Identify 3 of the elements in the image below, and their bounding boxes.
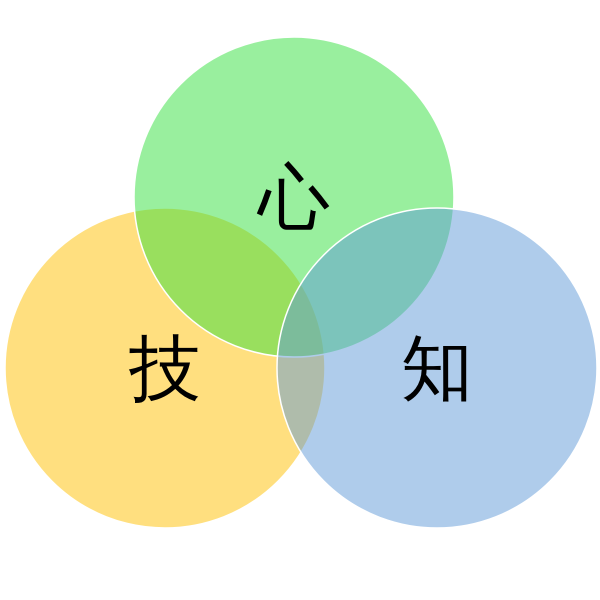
circle-label: 心 [258, 161, 330, 233]
circle-label: 知 [401, 332, 473, 404]
circle-label: 技 [129, 332, 201, 404]
